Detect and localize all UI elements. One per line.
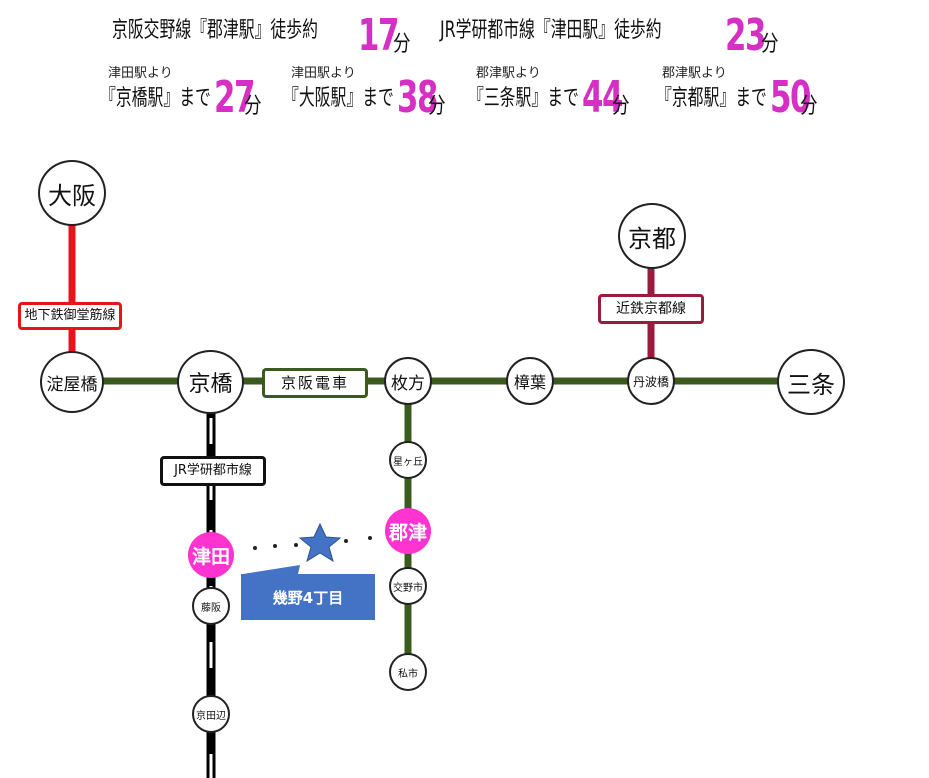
station-hirakata: 枚方 bbox=[384, 357, 432, 405]
station-label: 大阪 bbox=[48, 181, 96, 210]
access-line-2: JR学研都市線『津田駅』徒歩約 bbox=[440, 12, 748, 44]
station-label: 京橋 bbox=[188, 372, 233, 397]
station-kuzuha: 樟葉 bbox=[506, 357, 554, 405]
station-hoshigaoka: 星ヶ丘 bbox=[389, 441, 427, 479]
station-label: 枚方 bbox=[391, 373, 425, 394]
station-sanjo: 三条 bbox=[777, 349, 845, 415]
station-label: 三条 bbox=[787, 370, 835, 399]
station-fujisaka: 藤阪 bbox=[192, 587, 230, 625]
note-sanjo: 郡津駅より bbox=[476, 66, 541, 81]
unit-osaka: 分 bbox=[428, 94, 446, 119]
station-katanoshi: 交野市 bbox=[389, 567, 427, 605]
station-kyoto: 京都 bbox=[618, 203, 686, 269]
station-label: 丹波橋 bbox=[632, 374, 669, 389]
station-tsuda: 津田 bbox=[188, 532, 234, 578]
unit-kyobashi: 分 bbox=[244, 94, 262, 119]
dest-kyoto: 『京都駅』まで bbox=[656, 86, 767, 111]
station-kozu: 郡津 bbox=[385, 508, 431, 554]
property-location-text: 幾野4丁目 bbox=[272, 588, 344, 607]
time-sanjo: 44 bbox=[582, 72, 623, 123]
time-kyoto: 50 bbox=[770, 72, 811, 123]
unit-sanjo: 分 bbox=[612, 94, 630, 119]
midosuji-line-label: 地下鉄御堂筋線 bbox=[18, 302, 122, 330]
time-value: 17 bbox=[358, 10, 399, 61]
time-osaka: 38 bbox=[397, 72, 438, 123]
access-line-1: 京阪交野線『郡津駅』徒歩約 bbox=[112, 12, 398, 44]
dest-sanjo: 『三条駅』まで bbox=[468, 86, 579, 111]
callout-pointer bbox=[243, 565, 300, 574]
time-tsuda: 23 bbox=[725, 10, 766, 61]
station-osaka: 大阪 bbox=[38, 160, 106, 226]
star-icon bbox=[298, 522, 342, 563]
station-label: 京田辺 bbox=[196, 710, 226, 722]
walking-path-dots bbox=[253, 536, 372, 550]
unit-tsuda: 分 bbox=[761, 32, 779, 57]
note-osaka: 津田駅より bbox=[291, 66, 356, 81]
station-kyobashi: 京橋 bbox=[177, 350, 244, 414]
station-label: 郡津 bbox=[388, 521, 427, 544]
jr-line-label: JR学研都市線 bbox=[160, 456, 266, 486]
dest-kyobashi: 『京橋駅』まで bbox=[100, 86, 211, 111]
station-label: 樟葉 bbox=[513, 373, 546, 392]
note-kyobashi: 津田駅より bbox=[108, 66, 173, 81]
unit-kozu: 分 bbox=[393, 32, 411, 57]
station-kyotanabe: 京田辺 bbox=[192, 695, 230, 733]
station-label: 星ヶ丘 bbox=[393, 456, 423, 468]
kintetsu-line-label: 近鉄京都線 bbox=[598, 294, 704, 324]
time-kyobashi: 27 bbox=[214, 72, 255, 123]
station-tambabashi: 丹波橋 bbox=[627, 357, 675, 405]
note-kyoto: 郡津駅より bbox=[662, 66, 727, 81]
station-label: 津田 bbox=[191, 545, 230, 568]
time-kozu: 17 bbox=[358, 14, 415, 58]
keihan-line-label: 京阪電車 bbox=[262, 368, 368, 398]
station-yodoyabashi: 淀屋橋 bbox=[40, 351, 104, 413]
property-location-label: 幾野4丁目 bbox=[241, 574, 375, 620]
station-kisaichi: 私市 bbox=[389, 653, 427, 691]
access-label-kozu: 京阪交野線『郡津駅』徒歩約 bbox=[112, 18, 318, 43]
station-label: 私市 bbox=[398, 668, 418, 680]
unit-kyoto: 分 bbox=[800, 94, 818, 119]
dest-osaka: 『大阪駅』まで bbox=[283, 86, 394, 111]
station-label: 淀屋橋 bbox=[46, 374, 98, 395]
station-label: 藤阪 bbox=[201, 602, 221, 614]
station-label: 京都 bbox=[628, 224, 676, 253]
station-label: 交野市 bbox=[393, 582, 423, 594]
access-label-tsuda: JR学研都市線『津田駅』徒歩約 bbox=[440, 18, 662, 43]
